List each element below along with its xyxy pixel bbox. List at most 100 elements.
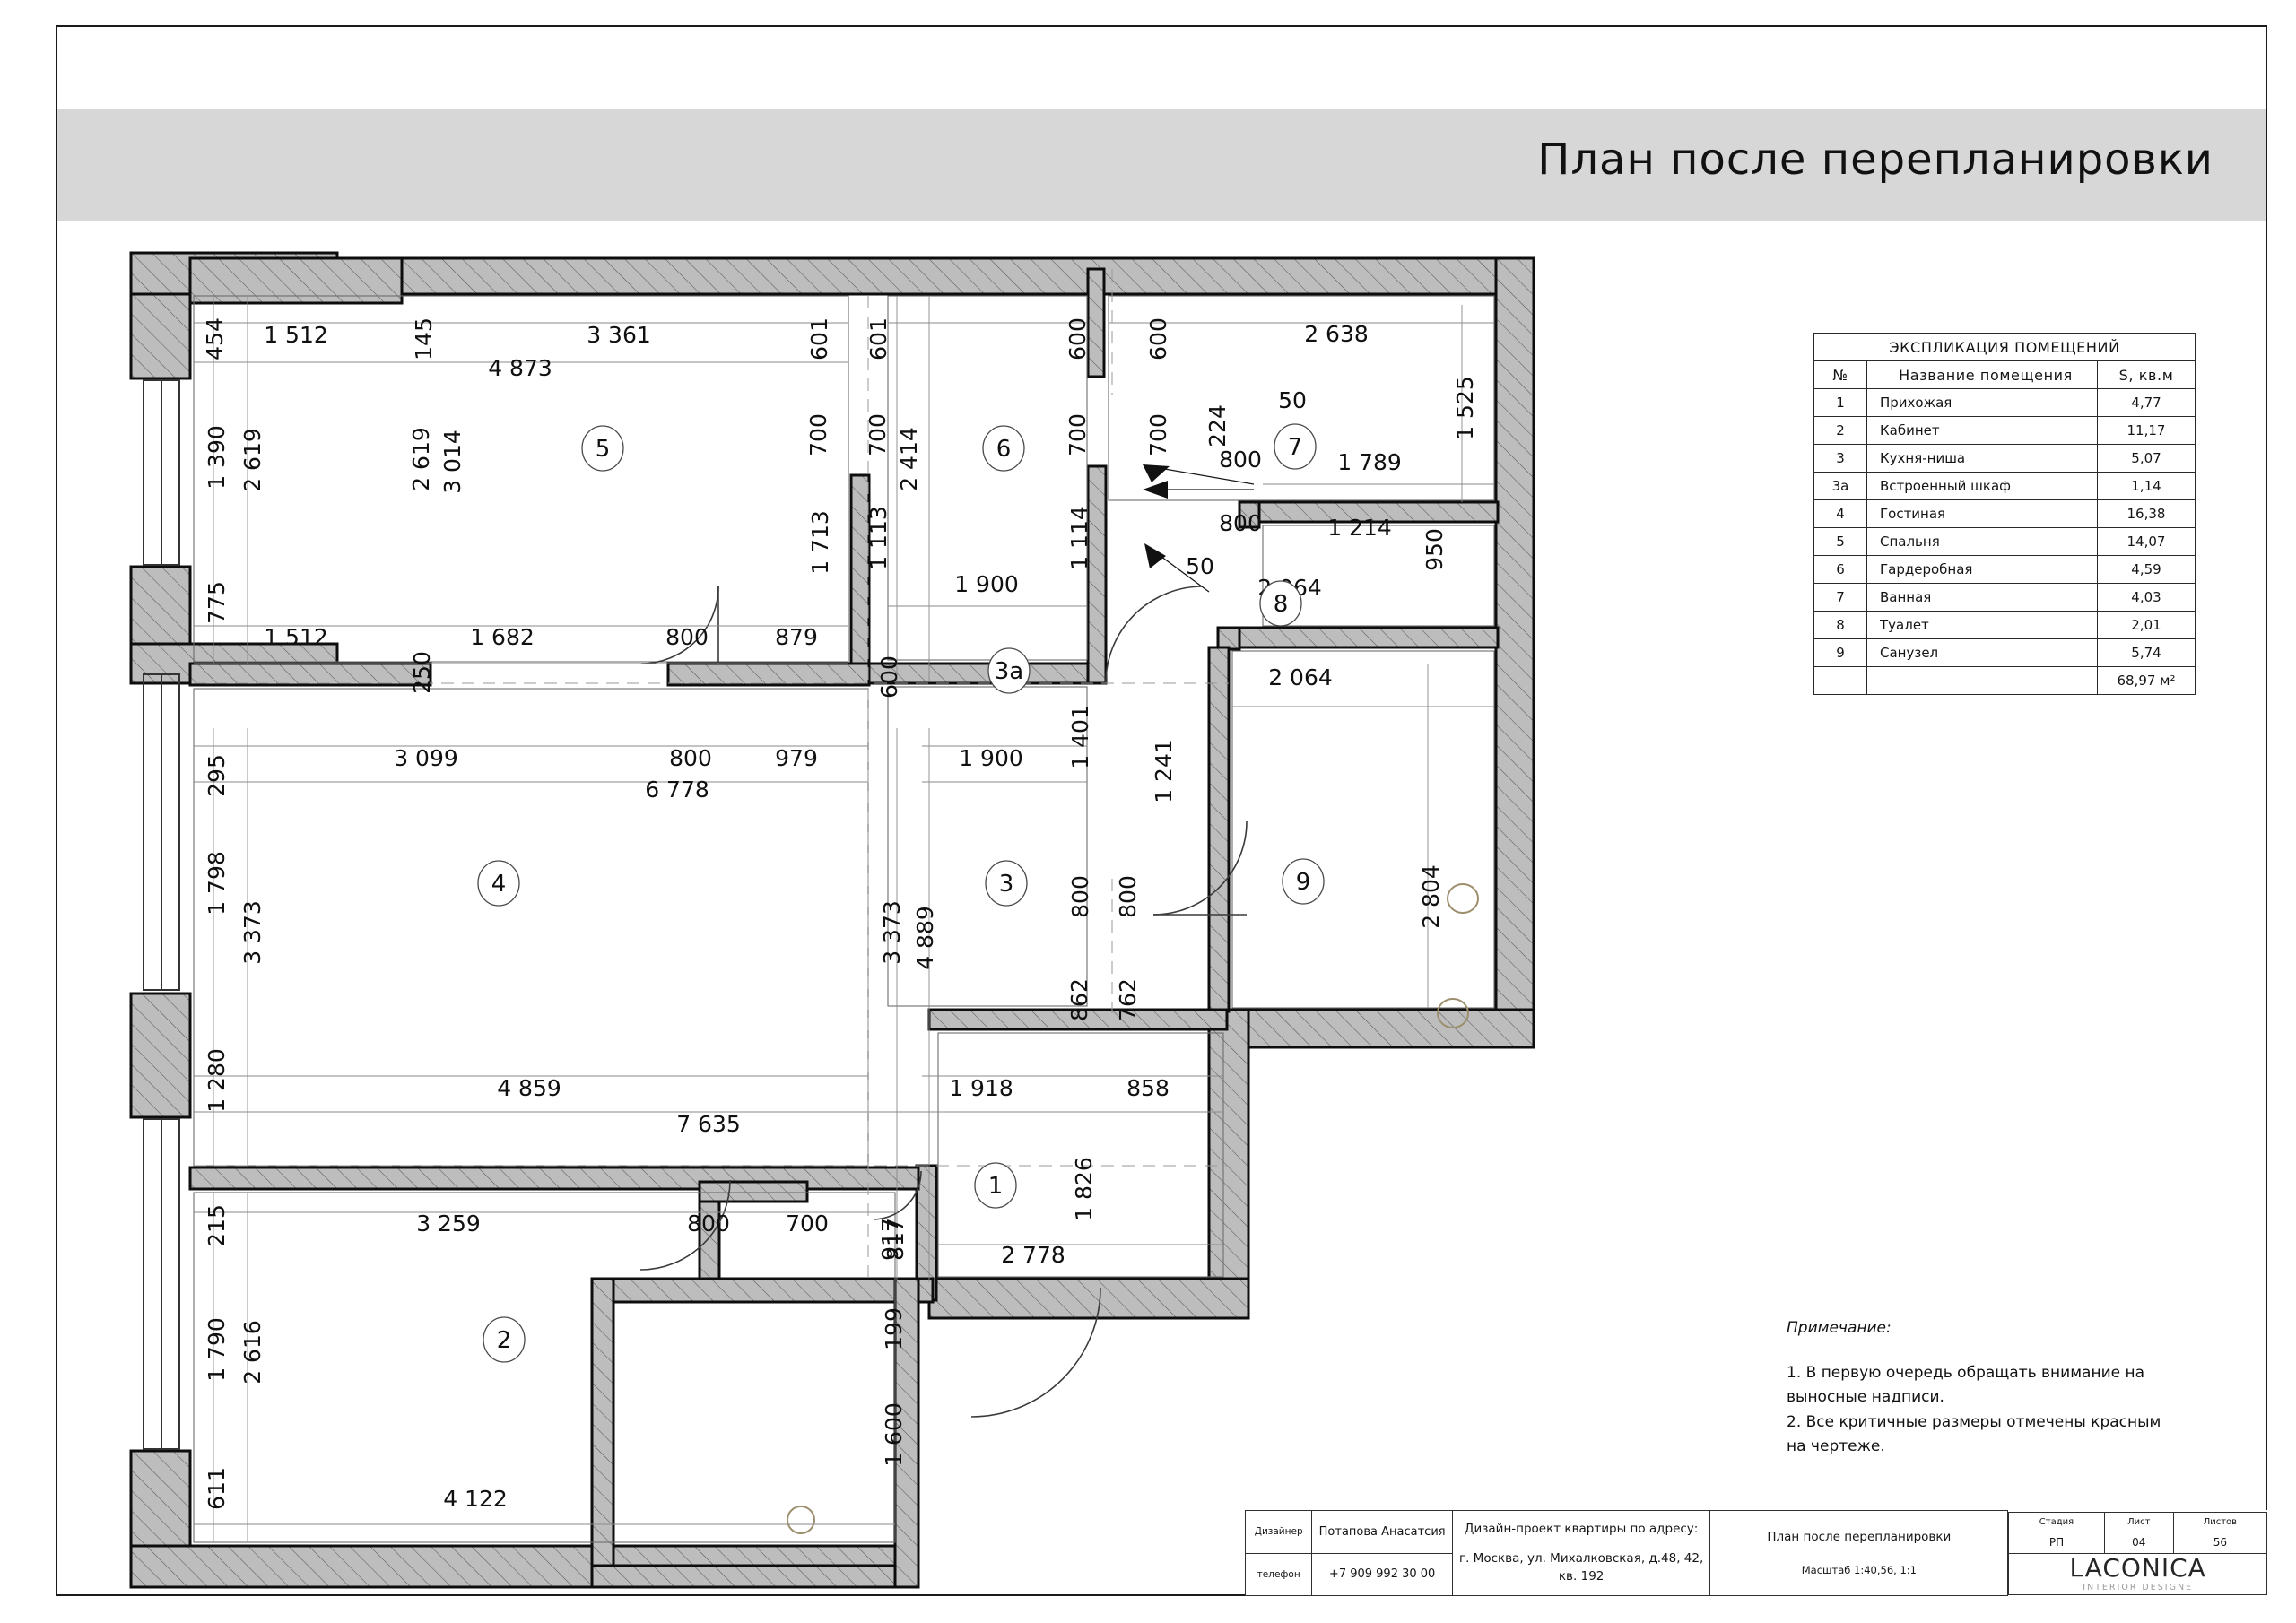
- dimension-label: 1 401: [1067, 705, 1093, 769]
- bubble-circle: [982, 425, 1025, 472]
- dimension-label: 6 778: [645, 777, 709, 803]
- dimension-label: 4 122: [443, 1486, 508, 1512]
- total-spacer-num: [1813, 666, 1867, 695]
- designer-name: Потапова Анасатсия: [1311, 1510, 1453, 1554]
- dimension-label: 1 713: [807, 510, 833, 575]
- room-number-bubble: 2: [483, 1316, 526, 1363]
- dimension-label: 2 638: [1304, 321, 1369, 347]
- bubble-label: 1: [988, 1173, 1004, 1200]
- dimension-label: 4 859: [497, 1075, 561, 1101]
- col-header-area: S, кв.м: [2097, 360, 2196, 389]
- dimension-label: 3 373: [879, 900, 905, 965]
- dimension-label: 3 014: [439, 430, 465, 494]
- dimension-label: 775: [204, 581, 230, 624]
- dimension-label: 1 900: [959, 745, 1023, 771]
- dimension-label: 454: [202, 317, 228, 360]
- drawing-scale: Масштаб 1:40,56, 1:1: [1801, 1564, 1917, 1576]
- dimension-label: 3 373: [239, 900, 265, 965]
- room-name: Кухня-ниша: [1866, 444, 2098, 473]
- bubble-circle: [987, 647, 1031, 694]
- room-number-bubble: 9: [1282, 858, 1325, 905]
- dimension-label: 1 241: [1151, 739, 1177, 803]
- window-group: [143, 379, 180, 1450]
- bubble-label: 3: [999, 871, 1014, 898]
- room-name: Санузел: [1866, 638, 2098, 667]
- dimension-label: 1 113: [865, 506, 891, 570]
- leader-arrow-group: [1143, 464, 1255, 593]
- room-area: 4,59: [2097, 555, 2196, 584]
- bubble-label: 4: [491, 871, 507, 898]
- dimension-label: 1 114: [1066, 506, 1092, 570]
- room-name: Гостиная: [1866, 499, 2098, 528]
- project-line-2: г. Москва, ул. Михалковская, д.48, 42,: [1459, 1551, 1704, 1567]
- dimension-label: 2 064: [1268, 664, 1333, 690]
- note-line-4: на чертеже.: [1787, 1437, 1885, 1456]
- room-name: Встроенный шкаф: [1866, 472, 2098, 500]
- dimension-label: 817: [883, 1218, 909, 1261]
- room-number-bubble: 8: [1259, 580, 1302, 627]
- stage-label: Стадия: [2008, 1511, 2105, 1532]
- dimension-label: 215: [204, 1204, 230, 1247]
- project-line-1: Дизайн-проект квартиры по адресу:: [1464, 1521, 1699, 1536]
- project-address: Дизайн-проект квартиры по адресу: г. Мос…: [1451, 1510, 1711, 1596]
- dimension-label: 295: [204, 754, 230, 797]
- dimension-label: 1 525: [1452, 376, 1478, 440]
- room-area: 14,07: [2097, 527, 2196, 556]
- dimension-label: 4 873: [488, 355, 552, 381]
- dimension-label: 600: [876, 655, 902, 699]
- dimension-label: 600: [1065, 317, 1091, 360]
- company-logo: LACONICA INTERIOR DESIGNE: [2008, 1552, 2267, 1595]
- bubble-label: 6: [996, 436, 1012, 463]
- bubble-label: 2: [497, 1327, 512, 1354]
- room-number-bubble: 4: [477, 860, 520, 907]
- dimension-label: 50: [1278, 387, 1307, 413]
- dimension-label: 1 790: [204, 1317, 230, 1382]
- fixture-group: [787, 883, 1479, 1534]
- dimension-label: 2 616: [239, 1320, 265, 1384]
- note-line-2: выносные надписи.: [1787, 1388, 1944, 1407]
- designer-label: Дизайнер: [1244, 1510, 1313, 1554]
- dimension-label: 1 600: [881, 1402, 907, 1467]
- room-number: 5: [1813, 527, 1867, 556]
- bubble-circle: [483, 1316, 526, 1363]
- dimension-label: 2 619: [408, 427, 434, 491]
- sheets-label: Листов: [2172, 1511, 2268, 1532]
- dimension-label: 1 512: [264, 624, 328, 650]
- dimension-label: 50: [1186, 553, 1214, 579]
- dimension-label: 917: [877, 1218, 903, 1261]
- bubble-circle: [985, 860, 1028, 907]
- room-name: Спальня: [1866, 527, 2098, 556]
- phone-value: +7 909 992 30 00: [1311, 1552, 1453, 1596]
- dimension-label: 4 889: [912, 906, 938, 970]
- col-header-name: Название помещения: [1866, 360, 2098, 389]
- dimension-label: 7 635: [676, 1111, 741, 1137]
- room-name: Прихожая: [1866, 388, 2098, 417]
- bubble-circle: [1274, 423, 1317, 470]
- room-area: 4,77: [2097, 388, 2196, 417]
- dimension-label: 1 798: [204, 851, 230, 916]
- room-number: 6: [1813, 555, 1867, 584]
- sheets-value: 56: [2172, 1531, 2268, 1554]
- dimension-label: 1 826: [1071, 1157, 1097, 1221]
- axis-dashed-group: [194, 269, 1229, 1282]
- dimension-label: 1 900: [954, 571, 1019, 597]
- room-number: 3а: [1813, 472, 1867, 500]
- dimension-label: 199: [881, 1307, 907, 1350]
- room-name: Гардеробная: [1866, 555, 2098, 584]
- note-block: Примечание: 1. В первую очередь обращать…: [1787, 1316, 2271, 1460]
- title-block-stamp: Дизайнер Потапова Анасатсия Дизайн-проек…: [1244, 1510, 2268, 1596]
- stage-value: РП: [2008, 1531, 2105, 1554]
- room-number: 4: [1813, 499, 1867, 528]
- dimension-label: 1 789: [1337, 449, 1402, 475]
- dimension-label: 858: [1126, 1075, 1170, 1101]
- note-line-1: 1. В первую очередь обращать внимание на: [1787, 1363, 2145, 1382]
- dimension-label: 601: [806, 317, 832, 360]
